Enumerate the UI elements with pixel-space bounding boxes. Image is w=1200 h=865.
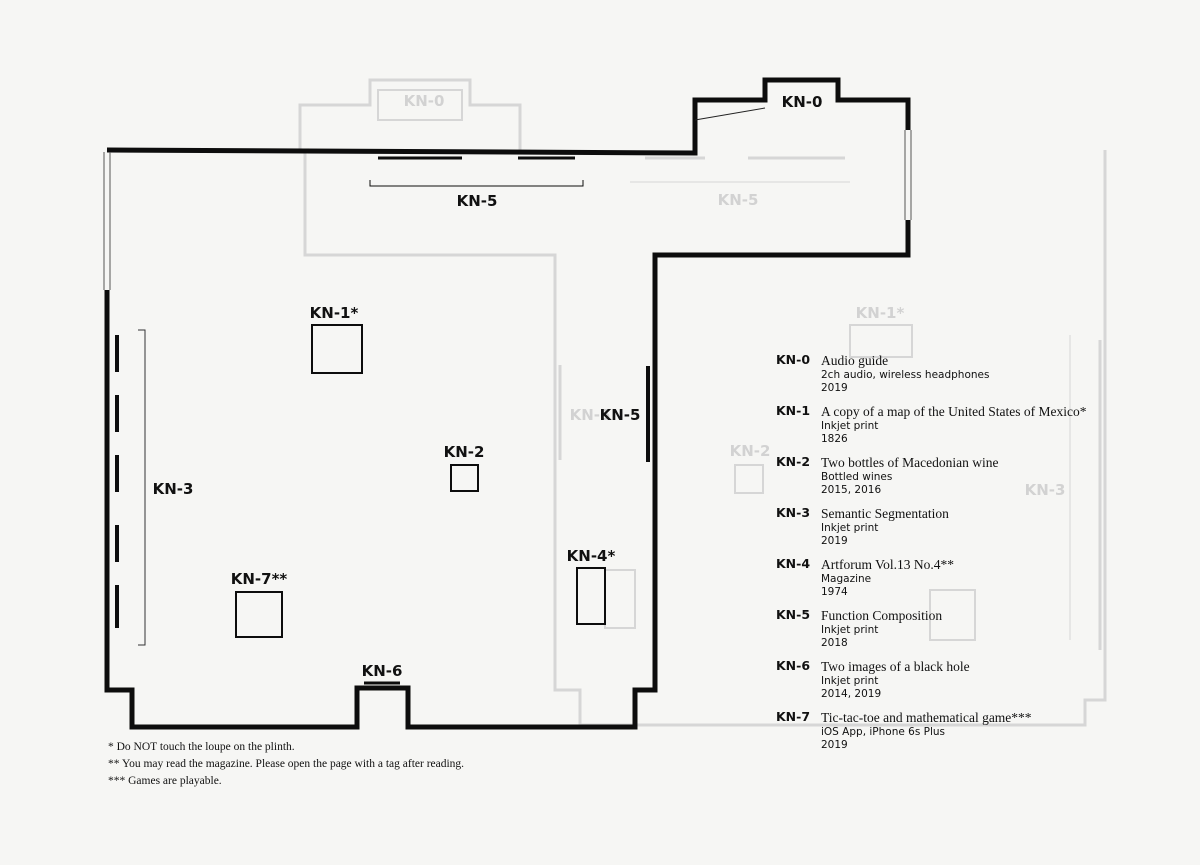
ghost-label-kn1: KN-1*: [856, 304, 905, 322]
ghost-label-kn2: KN-2: [730, 442, 771, 460]
legend-year: 2018: [821, 636, 848, 649]
kn0-inner-wall: [694, 107, 766, 121]
legend-medium: Inkjet print: [821, 624, 879, 636]
legend-year: 2019: [821, 381, 848, 394]
legend-entry-kn4: KN-4 Artforum Vol.13 No.4** Magazine 197…: [776, 556, 1166, 598]
legend-medium: iOS App, iPhone 6s Plus: [821, 726, 946, 738]
label-kn2: KN-2: [444, 443, 485, 461]
legend-entry-kn7: KN-7 Tic-tac-toe and mathematical game**…: [776, 709, 1166, 751]
legend-medium: Inkjet print: [821, 522, 879, 534]
legend-code: KN-6: [776, 658, 811, 673]
ghost-layer: [298, 78, 1107, 727]
label-kn0: KN-0: [782, 93, 823, 111]
legend-year: 2015, 2016: [821, 483, 882, 496]
legend-title: Tic-tac-toe and mathematical game***: [821, 710, 1032, 725]
walls: [104, 77, 911, 730]
kn7-plinth: [235, 591, 283, 638]
ghost-label-kn5: KN-5: [718, 191, 759, 209]
legend-entry-kn3: KN-3 Semantic Segmentation Inkjet print …: [776, 505, 1166, 547]
legend-medium: Inkjet print: [821, 675, 879, 687]
kn3-bracket: [138, 329, 146, 646]
legend-year: 2019: [821, 534, 848, 547]
legend-title: A copy of a map of the United States of …: [821, 404, 1087, 419]
footnote-loupe: * Do NOT touch the loupe on the plinth.: [108, 741, 295, 753]
kn1-plinth: [311, 324, 363, 374]
ghost-text: KN-0 KN-5 KN-1* KN-2 KN-3 KN-5: [404, 92, 1066, 499]
legend-year: 1974: [821, 585, 848, 598]
legend-entry-kn6: KN-6 Two images of a black hole Inkjet p…: [776, 658, 1166, 700]
ghost-label-kn0: KN-0: [404, 92, 445, 110]
legend-code: KN-1: [776, 403, 811, 418]
kn2-plinth: [450, 464, 479, 492]
label-kn5-top: KN-5: [457, 192, 498, 210]
legend-medium: 2ch audio, wireless headphones: [821, 369, 990, 381]
legend-code: KN-2: [776, 454, 811, 469]
legend-title: Two images of a black hole: [821, 659, 970, 674]
footnotes: * Do NOT touch the loupe on the plinth. …: [108, 739, 464, 790]
legend-year: 2019: [821, 738, 848, 751]
legend-entry-kn5: KN-5 Function Composition Inkjet print 2…: [776, 607, 1166, 649]
kn4-plinth: [576, 567, 606, 625]
legend-title: Audio guide: [821, 353, 889, 368]
footnote-magazine: ** You may read the magazine. Please ope…: [108, 758, 465, 770]
label-kn4: KN-4*: [567, 547, 616, 565]
label-kn1: KN-1*: [310, 304, 359, 322]
label-kn7: KN-7**: [231, 570, 288, 588]
legend-title: Function Composition: [821, 608, 943, 623]
legend-title: Artforum Vol.13 No.4**: [821, 557, 955, 572]
legend-code: KN-7: [776, 709, 811, 724]
label-kn6: KN-6: [362, 662, 403, 680]
ghost-label-kn3: KN-3: [1025, 481, 1066, 499]
kn5-panels: [369, 156, 584, 187]
label-kn3: KN-3: [153, 480, 194, 498]
label-kn5-side: KN-5: [600, 406, 641, 424]
legend: KN-0 Audio guide 2ch audio, wireless hea…: [776, 352, 1166, 760]
ghost-label-kn5-side: KN-5: [570, 406, 611, 424]
legend-entry-kn2: KN-2 Two bottles of Macedonian wine Bott…: [776, 454, 1166, 496]
legend-year: 2014, 2019: [821, 687, 882, 700]
legend-year: 1826: [821, 432, 848, 445]
windows: [103, 130, 912, 290]
legend-entry-kn1: KN-1 A copy of a map of the United State…: [776, 403, 1166, 445]
footnote-games: *** Games are playable.: [108, 775, 222, 787]
legend-code: KN-3: [776, 505, 811, 520]
legend-medium: Inkjet print: [821, 420, 879, 432]
legend-entry-kn0: KN-0 Audio guide 2ch audio, wireless hea…: [776, 352, 1166, 394]
legend-title: Semantic Segmentation: [821, 506, 949, 521]
legend-medium: Magazine: [821, 573, 872, 585]
legend-code: KN-0: [776, 352, 811, 367]
legend-title: Two bottles of Macedonian wine: [821, 455, 999, 470]
legend-code: KN-5: [776, 607, 811, 622]
legend-medium: Bottled wines: [821, 471, 893, 483]
legend-code: KN-4: [776, 556, 811, 571]
